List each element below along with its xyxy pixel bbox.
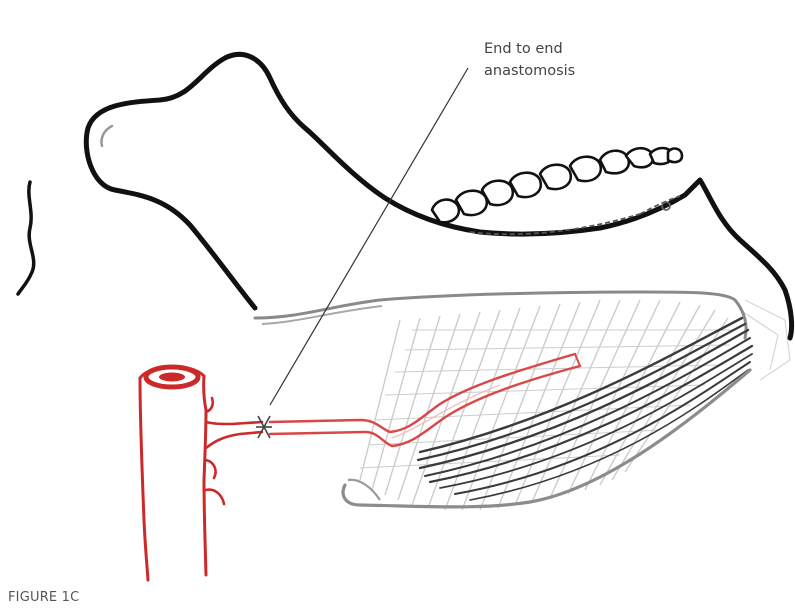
condyle-inner-mark bbox=[101, 126, 112, 146]
artery-lumen-inner bbox=[159, 373, 185, 382]
annotation-line-1: End to end bbox=[484, 38, 644, 60]
annotation-label: End to end anastomosis bbox=[484, 38, 644, 82]
muscle-lower-border bbox=[343, 370, 750, 507]
muscle-hatch-light bbox=[360, 300, 790, 510]
muscle-lower-border-inner bbox=[348, 480, 380, 500]
figure-caption: FIGURE 1C bbox=[8, 590, 79, 605]
facial-artery-branch bbox=[206, 422, 262, 448]
artery-small-branches bbox=[206, 398, 224, 504]
annotation-leader-line bbox=[270, 68, 468, 405]
external-carotid-artery bbox=[140, 366, 206, 580]
annotation-line-2: anastomosis bbox=[484, 60, 644, 82]
left-edge-outline bbox=[18, 182, 34, 294]
graft-vessel bbox=[270, 354, 580, 446]
